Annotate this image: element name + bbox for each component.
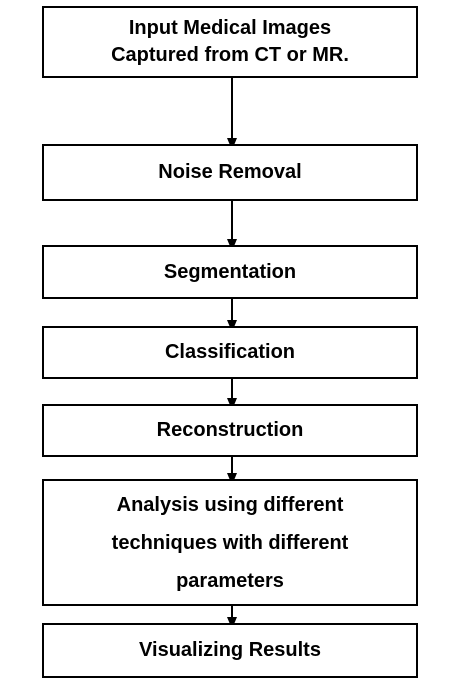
step-label: Analysis using different techniques with… <box>111 493 349 592</box>
step-visualizing-results: Visualizing Results <box>42 623 418 678</box>
step-label: Classification <box>164 341 296 363</box>
step-label: Reconstruction <box>156 419 304 441</box>
step-label: Visualizing Results <box>139 639 321 661</box>
step-label: Input Medical Images Captured from CT or… <box>111 17 349 66</box>
step-reconstruction: Reconstruction <box>42 404 418 457</box>
step-segmentation: Segmentation <box>42 245 418 299</box>
step-input-medical-images: Input Medical Images Captured from CT or… <box>42 6 418 78</box>
step-label: Noise Removal <box>158 161 302 183</box>
step-label: Segmentation <box>163 260 297 283</box>
step-noise-removal: Noise Removal <box>42 144 418 201</box>
step-classification: Classification <box>42 326 418 379</box>
step-analysis: Analysis using different techniques with… <box>42 479 418 606</box>
